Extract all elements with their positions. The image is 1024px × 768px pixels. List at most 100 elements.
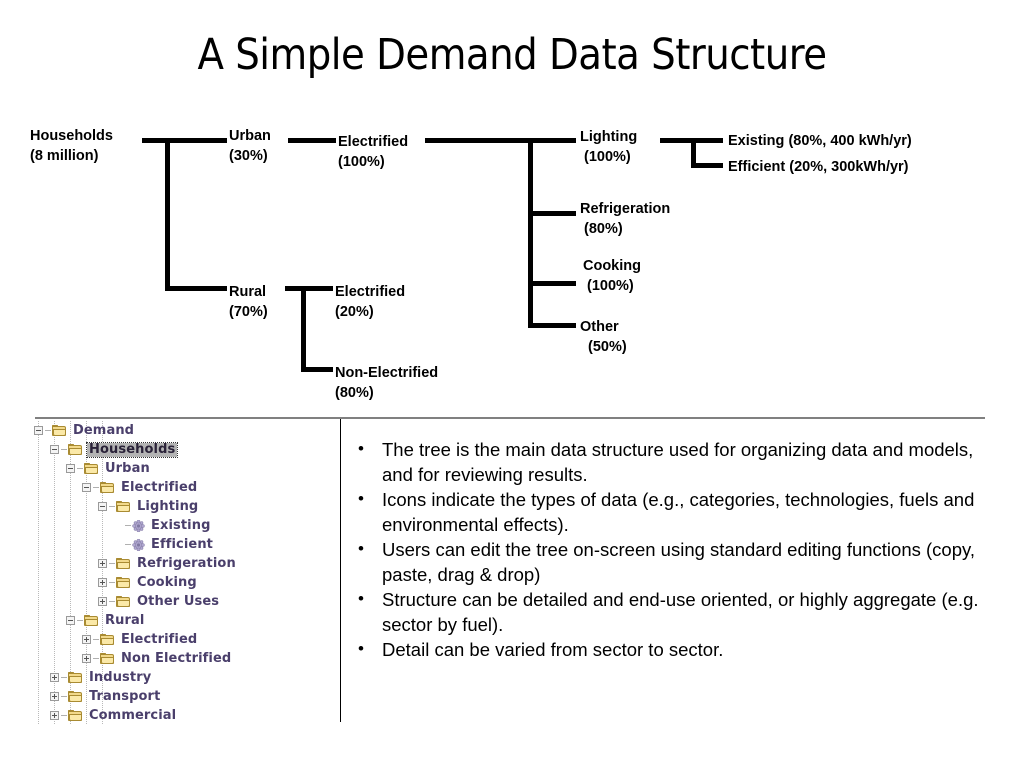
folder-icon [68,690,83,703]
tree-item-label[interactable]: Existing [151,517,211,533]
node-label: Non-Electrified [335,365,439,381]
diagram-node-lighting: Lighting (100%) [580,128,637,167]
diagram-node-households: Households (8 million) [30,127,113,166]
tree-item-other-uses[interactable]: Other Uses [34,592,334,611]
folder-icon [68,671,83,684]
tree-item-label[interactable]: Non Electrified [121,650,232,666]
node-value: (30%) [229,147,268,164]
bullet-item: Users can edit the tree on-screen using … [352,536,1002,587]
tree-item-label[interactable]: Other Uses [137,593,220,609]
tree-indent [34,459,66,478]
tree-indent [34,573,98,592]
edge-electrified-spine [425,138,533,143]
tree-guide-rail [38,421,39,725]
tree-connector-line [61,677,67,678]
node-label: Lighting [580,129,638,145]
tree-item-lighting[interactable]: Lighting [34,497,334,516]
technology-gear-icon [132,519,145,532]
tree-item-label[interactable]: Households [85,441,179,458]
tree-item-industry[interactable]: Industry [34,668,334,687]
expander-spacer-icon [114,540,123,549]
node-value: (80%, 400 kWh/yr) [788,133,912,149]
tree-indent [34,649,82,668]
tree-indent [34,611,66,630]
tree-item-label[interactable]: Refrigeration [137,555,236,571]
tree-item-label[interactable]: Cooking [137,574,197,590]
diagram-node-refrigeration: Refrigeration (80%) [580,200,670,239]
tree-connector-line [61,715,67,716]
tree-item-label[interactable]: Demand [73,422,135,438]
node-label: Urban [229,128,271,144]
tree-item-transport[interactable]: Transport [34,687,334,706]
tree-guide-rail [102,421,103,725]
tree-item-label[interactable]: Electrified [121,631,198,647]
collapse-minus-icon[interactable] [66,616,75,625]
tree-item-demand[interactable]: Demand [34,421,334,440]
expand-plus-icon[interactable] [50,673,59,682]
node-label: Other [580,319,619,335]
tree-item-commercial[interactable]: Commercial [34,706,334,725]
tree-item-refrigeration[interactable]: Refrigeration [34,554,334,573]
expand-plus-icon[interactable] [98,597,107,606]
collapse-minus-icon[interactable] [82,483,91,492]
tree-item-existing[interactable]: Existing [34,516,334,535]
tree-item-urban[interactable]: Urban [34,459,334,478]
tree-guide-rail [86,421,87,725]
bullet-item: Detail can be varied from sector to sect… [352,636,1002,662]
diagram-node-rural-electrified: Electrified (20%) [335,283,405,322]
expand-plus-icon[interactable] [50,711,59,720]
tree-connector-line [61,696,67,697]
tree-indent [34,535,114,554]
tree-item-label[interactable]: Commercial [89,707,177,723]
tree-item-label[interactable]: Efficient [151,536,213,552]
tree-indent [34,478,82,497]
vertical-divider [340,419,341,722]
expand-plus-icon[interactable] [82,654,91,663]
node-label: Cooking [583,258,641,274]
tree-indent [34,497,98,516]
folder-icon [68,709,83,722]
edge-to-rural-elec [301,286,333,291]
tree-connector-line [45,430,51,431]
tree-item-non-electrified[interactable]: Non Electrified [34,649,334,668]
edge-lighting-spine [691,138,696,168]
tree-item-label[interactable]: Lighting [137,498,199,514]
edge-to-urban [165,138,227,143]
tree-item-households[interactable]: Households [34,440,334,459]
edge-to-cooking [528,281,576,286]
tree-connector-line [93,658,99,659]
tree-indent [34,516,114,535]
page-title: A Simple Demand Data Structure [197,30,827,80]
tree-indent [34,687,50,706]
expand-plus-icon[interactable] [50,692,59,701]
folder-icon [116,595,131,608]
tree-item-label[interactable]: Rural [105,612,145,628]
horizontal-divider [35,417,985,419]
tree-indent [34,592,98,611]
collapse-minus-icon[interactable] [66,464,75,473]
expand-plus-icon[interactable] [98,578,107,587]
expand-plus-icon[interactable] [82,635,91,644]
diagram-node-rural-non-electrified: Non-Electrified (80%) [335,364,438,403]
tree-item-cooking[interactable]: Cooking [34,573,334,592]
tree-item-label[interactable]: Electrified [121,479,198,495]
edge-to-rural-nonelec [301,367,333,372]
node-label: Refrigeration [580,201,671,217]
folder-icon [100,481,115,494]
tree-item-electrified[interactable]: Electrified [34,478,334,497]
tree-item-electrified[interactable]: Electrified [34,630,334,649]
tree-item-rural[interactable]: Rural [34,611,334,630]
tree-item-efficient[interactable]: Efficient [34,535,334,554]
folder-icon [84,462,99,475]
collapse-minus-icon[interactable] [50,445,59,454]
tree-guide-rail [70,421,71,725]
node-value: (100%) [584,148,631,165]
tree-item-label[interactable]: Urban [105,460,150,476]
expand-plus-icon[interactable] [98,559,107,568]
edge-enduse-spine [528,138,533,328]
tree-item-label[interactable]: Transport [89,688,161,704]
collapse-minus-icon[interactable] [34,426,43,435]
collapse-minus-icon[interactable] [98,502,107,511]
tree-item-label[interactable]: Industry [89,669,152,685]
